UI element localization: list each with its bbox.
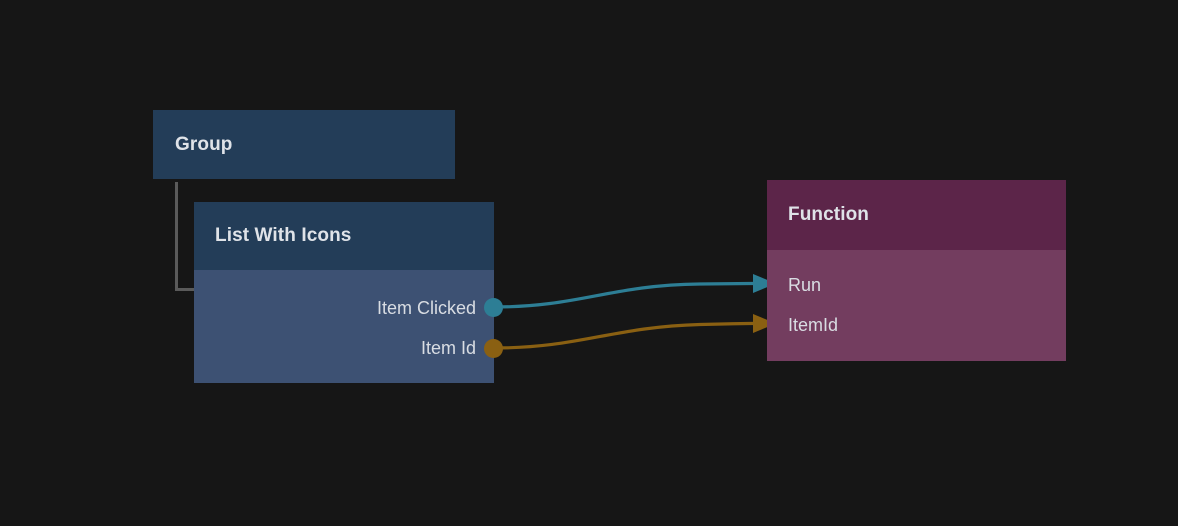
node-group[interactable]: Group xyxy=(153,110,455,179)
input-port-run[interactable]: Run xyxy=(767,265,1066,305)
node-list-with-icons-header[interactable]: List With Icons xyxy=(194,202,494,270)
output-dot-item-clicked[interactable] xyxy=(484,298,503,317)
node-group-header[interactable]: Group xyxy=(153,110,455,179)
node-list-with-icons-title: List With Icons xyxy=(215,225,352,246)
node-list-with-icons-body: Item Clicked Item Id xyxy=(194,270,494,383)
node-function[interactable]: Function Run ItemId xyxy=(767,180,1066,361)
output-port-item-clicked-label: Item Clicked xyxy=(376,297,476,318)
connection-item-clicked-to-run[interactable] xyxy=(492,281,770,309)
connection-item-id-to-itemid[interactable] xyxy=(492,321,770,350)
group-bracket-icon xyxy=(175,182,195,291)
input-port-itemid-label: ItemId xyxy=(788,314,839,335)
node-function-body: Run ItemId xyxy=(767,250,1066,361)
output-port-item-id[interactable]: Item Id xyxy=(194,328,494,368)
output-port-item-id-label: Item Id xyxy=(420,337,476,358)
output-port-item-clicked[interactable]: Item Clicked xyxy=(194,288,494,328)
node-function-header[interactable]: Function xyxy=(767,180,1066,250)
input-port-run-label: Run xyxy=(788,274,822,295)
node-function-title: Function xyxy=(788,204,870,225)
input-port-itemid[interactable]: ItemId xyxy=(767,305,1066,345)
node-list-with-icons[interactable]: List With Icons Item Clicked Item Id xyxy=(194,202,494,383)
output-dot-item-id[interactable] xyxy=(484,339,503,358)
node-group-title: Group xyxy=(175,133,233,155)
